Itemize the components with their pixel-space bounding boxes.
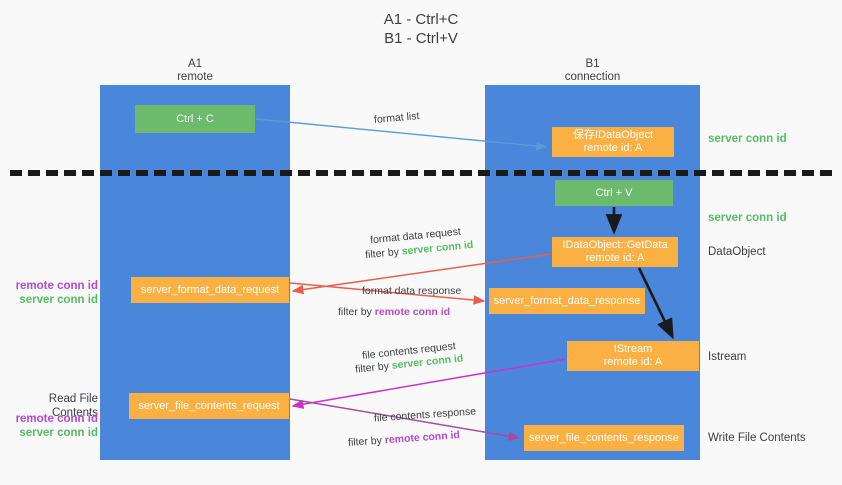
- node-server-file-contents-response[interactable]: server_file_contents_response: [524, 425, 684, 451]
- label-server-conn-id-1: server conn id: [708, 133, 787, 145]
- node-ctrl-c[interactable]: Ctrl + C: [135, 105, 255, 133]
- label-left-conn-ids-1: remote conn id server conn id: [8, 279, 98, 307]
- node-server-format-data-response[interactable]: server_format_data_response: [489, 288, 645, 314]
- label-read-file-contents: Read File Contents: [48, 393, 98, 419]
- node-server-format-data-request[interactable]: server_format_data_request: [131, 277, 289, 303]
- filter-by-text-4: filter by: [347, 434, 386, 449]
- annotation-filter-remote-conn-id-2: filter by remote conn id: [348, 429, 461, 450]
- node-ctrl-v[interactable]: Ctrl + V: [555, 180, 673, 206]
- column-a1-sub: remote: [177, 71, 213, 83]
- divider-dashed-line: [10, 170, 832, 176]
- filter-by-text-3: filter by: [354, 359, 393, 376]
- column-b1-sub: connection: [564, 71, 621, 83]
- filter-by-text-2: filter by: [338, 306, 375, 318]
- node-save-idataobject[interactable]: 保存IDataObject remote id: A: [552, 127, 674, 157]
- label-server-conn-id-2: server conn id: [708, 212, 787, 224]
- node-server-file-contents-request[interactable]: server_file_contents_request: [129, 393, 289, 419]
- label-remote-conn-id-2: remote conn id: [15, 413, 98, 425]
- label-dataobject: DataObject: [708, 246, 766, 258]
- label-server-conn-id-left-2: server conn id: [19, 427, 98, 439]
- node-idataobject-getdata[interactable]: IDataObject::GetData remote id: A: [552, 237, 678, 267]
- node-istream[interactable]: IStream remote id: A: [567, 341, 699, 371]
- column-a1-name: A1: [187, 58, 203, 70]
- column-b1-name: B1: [585, 58, 600, 70]
- annotation-format-list: format list: [373, 110, 420, 126]
- page-title: A1 - Ctrl+C B1 - Ctrl+V: [383, 11, 459, 47]
- annotation-file-contents-response: file contents response: [373, 405, 477, 425]
- label-write-file-contents: Write File Contents: [708, 432, 806, 444]
- annotation-filter-remote-conn-id-1: filter by remote conn id: [338, 306, 450, 319]
- label-remote-conn-id-1: remote conn id: [15, 280, 98, 292]
- filter-remote-conn-id-1: remote conn id: [374, 306, 451, 318]
- label-left-conn-ids-2: remote conn id server conn id: [8, 412, 98, 440]
- annotation-format-data-response: format data response: [362, 285, 462, 297]
- filter-remote-conn-id-2: remote conn id: [384, 429, 461, 447]
- label-server-conn-id-left-1: server conn id: [19, 294, 98, 306]
- label-istream: Istream: [708, 351, 747, 363]
- filter-by-text-1: filter by: [364, 245, 403, 262]
